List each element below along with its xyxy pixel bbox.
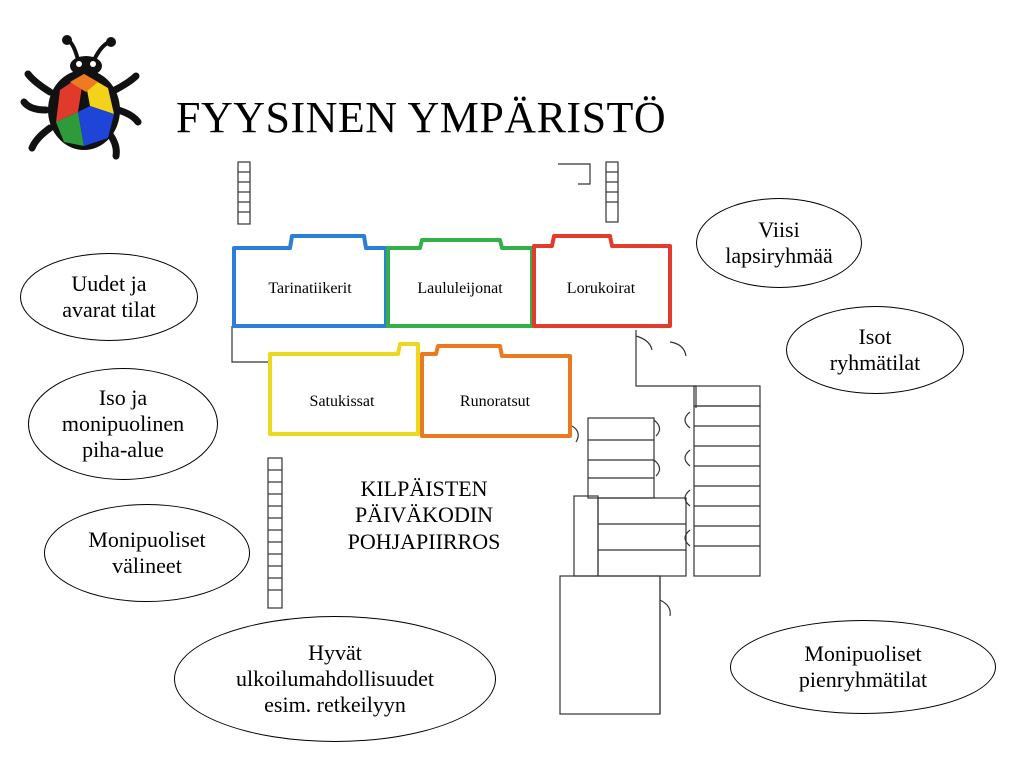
- room-outline-tarinatiikerit: [232, 234, 388, 328]
- bubble-isot-ryhmatilat: Isot ryhmätilat: [786, 306, 964, 394]
- room-label-tarinatiikerit: Tarinatiikerit: [268, 280, 352, 297]
- bubble-pienryhmatilat: Monipuoliset pienryhmätilat: [730, 620, 996, 714]
- bubble-piha-alue: Iso ja monipuolinen piha-alue: [28, 368, 218, 480]
- bubble-uudet-tilat: Uudet ja avarat tilat: [20, 253, 198, 341]
- bubble-valineet: Monipuoliset välineet: [44, 504, 250, 602]
- plan-caption: KILPÄISTEN PÄIVÄKODIN POHJAPIIRROS: [347, 476, 501, 554]
- room-outline-laululeijonat: [386, 238, 534, 328]
- ladybug-icon: [20, 35, 142, 160]
- bubble-viisi-lapsiryhmaa: Viisi lapsiryhmää: [696, 198, 862, 288]
- room-outline-satukissat: [268, 342, 420, 436]
- room-outline-lorukoirat: [532, 234, 672, 328]
- room-label-runoratsut: Runoratsut: [459, 393, 531, 410]
- room-label-satukissat: Satukissat: [309, 393, 375, 410]
- bubble-ulkoilu: Hyvät ulkoilumahdollisuudet esim. retkei…: [174, 616, 496, 742]
- room-outline-runoratsut: [420, 344, 572, 438]
- room-label-laululeijonat: Laululeijonat: [417, 280, 503, 297]
- room-label-lorukoirat: Lorukoirat: [566, 280, 636, 297]
- page-title: FYYSINEN YMPÄRISTÖ: [176, 93, 667, 142]
